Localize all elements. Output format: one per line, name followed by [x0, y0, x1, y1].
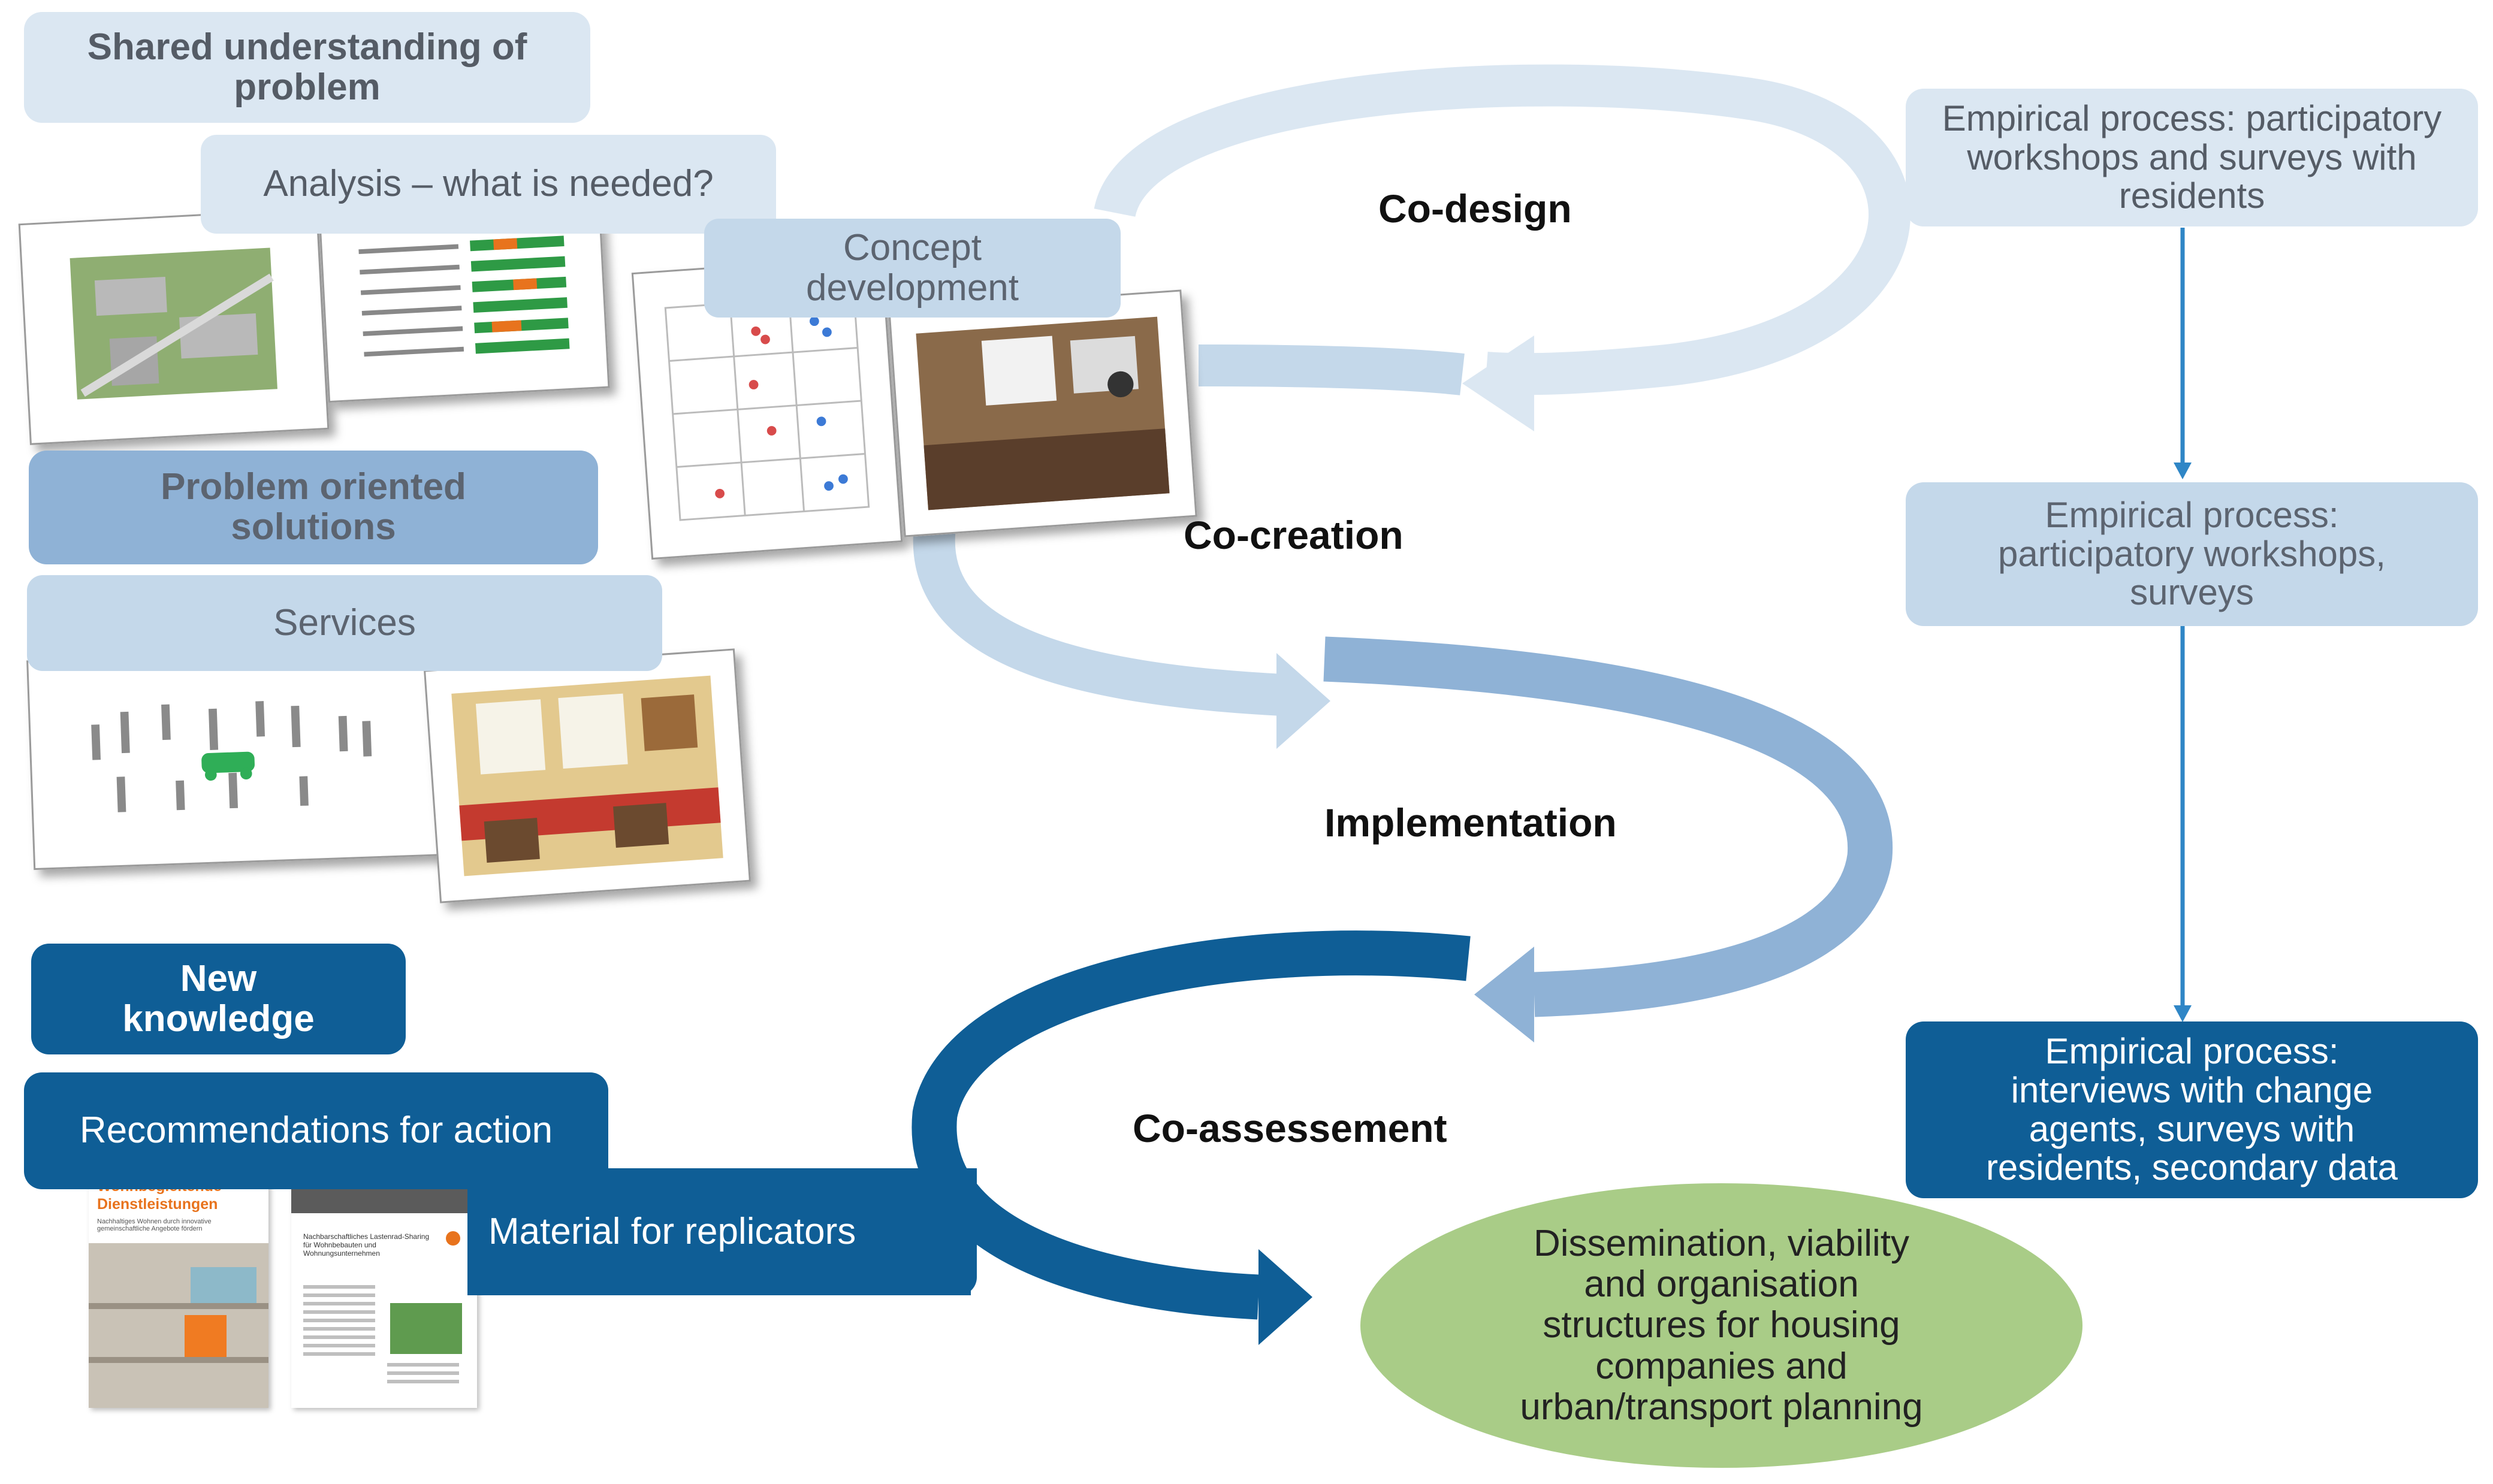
- shared-understanding-label: Shared understanding of problem: [87, 26, 527, 108]
- problem-oriented-box: Problem oriented solutions: [29, 451, 598, 564]
- cocreation-arrowhead: [1276, 653, 1330, 749]
- coassessement-arrow: [912, 930, 1471, 1320]
- site-plan-photo: [18, 208, 330, 445]
- lastenrad-document-title: Nachbarschaftliches Lastenrad-Sharing fü…: [303, 1232, 430, 1258]
- analysis-label: Analysis – what is needed?: [263, 163, 714, 205]
- brochure-subtitle: Nachhaltiges Wohnen durch innovative gem…: [97, 1218, 212, 1232]
- services-box: Services: [27, 575, 662, 671]
- empirical-process-assessement-label: Empirical process: interviews with chang…: [1985, 1030, 2398, 1188]
- lastenrad-document: Nachbarschaftliches Lastenrad-Sharing fü…: [291, 1165, 477, 1408]
- right-connector-1-head: [2174, 463, 2192, 479]
- implementation-arrow: [1323, 636, 1893, 1017]
- stage-cocreation-label: Co-creation: [1184, 513, 1404, 557]
- empirical-process-codesign: Empirical process: participatory worksho…: [1906, 89, 2478, 226]
- survey-chart-photo: [319, 208, 610, 403]
- dissemination-ellipse: Dissemination, viability and organisatio…: [1360, 1183, 2082, 1468]
- empirical-process-codesign-label: Empirical process: participatory worksho…: [1942, 98, 2442, 216]
- cocreation-arrow-top: [1198, 344, 1465, 395]
- empirical-process-assessement: Empirical process: interviews with chang…: [1906, 1021, 2478, 1198]
- problem-oriented-label: Problem oriented solutions: [161, 466, 466, 548]
- material-replicators-box: Material for replicators: [467, 1168, 977, 1295]
- new-knowledge-box: New knowledge: [31, 944, 406, 1054]
- services-figures-card: [26, 645, 453, 871]
- services-label: Services: [273, 602, 416, 643]
- empirical-process-implementation-label: Empirical process: participatory worksho…: [1998, 494, 2386, 613]
- right-connector-2-head: [2174, 1005, 2192, 1022]
- common-room-photo: [424, 648, 751, 903]
- shared-understanding-box: Shared understanding of problem: [24, 12, 590, 123]
- recommendations-label: Recommendations for action: [79, 1110, 553, 1151]
- empirical-process-implementation: Empirical process: participatory worksho…: [1906, 482, 2478, 626]
- codesign-arrowhead: [1462, 336, 1534, 431]
- new-knowledge-label: New knowledge: [122, 957, 315, 1039]
- implementation-arrowhead: [1474, 947, 1534, 1042]
- stage-implementation-label: Implementation: [1324, 800, 1617, 845]
- workshop-room-photo: [888, 289, 1197, 537]
- concept-development-label: Concept development: [805, 226, 1019, 309]
- dissemination-label: Dissemination, viability and organisatio…: [1520, 1223, 1923, 1428]
- concept-development-box: Concept development: [704, 219, 1121, 318]
- workshop-board-photo: [631, 255, 903, 560]
- cocreation-arrow: [913, 525, 1284, 716]
- stage-codesign-label: Co-design: [1378, 186, 1572, 231]
- analysis-box: Analysis – what is needed?: [201, 135, 776, 234]
- codesign-arrow: [1094, 64, 1911, 395]
- material-replicators-label: Material for replicators: [488, 1210, 856, 1252]
- stage-coassessement-label: Co-assessement: [1133, 1106, 1447, 1150]
- coassessement-arrowhead: [1258, 1249, 1312, 1345]
- brochure-cover: Wohnbegleitende Dienstleistungen Nachhal…: [89, 1165, 268, 1408]
